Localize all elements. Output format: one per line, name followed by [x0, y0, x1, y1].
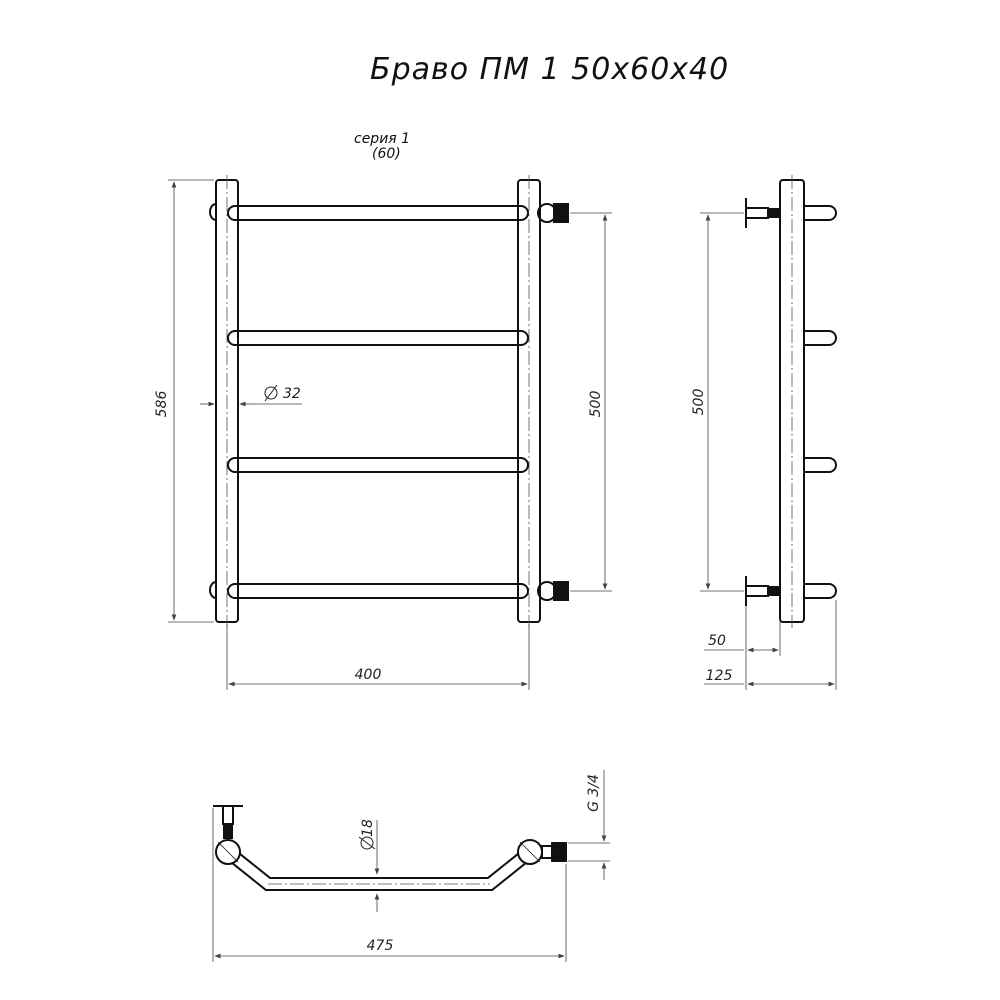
rung	[227, 205, 529, 221]
top-fitting-right	[541, 842, 567, 862]
dim-bottom-width: 475	[367, 938, 394, 954]
rung	[227, 583, 529, 599]
dim-width: 400	[355, 667, 382, 683]
diameter-icon	[264, 384, 278, 402]
series-label: серия 1 (60)	[354, 132, 410, 162]
front-view	[209, 175, 569, 628]
dim-pipe-diameter: 32	[283, 386, 301, 402]
dim-center-side: 500	[691, 389, 707, 416]
dim-offset-wall: 50	[708, 633, 726, 649]
rung	[227, 330, 529, 346]
side-rung	[804, 330, 837, 346]
left-mount-top	[209, 203, 217, 221]
side-rung	[804, 205, 837, 221]
series-line-2: (60)	[372, 146, 401, 162]
top-dim-labels: 18 G 3/4 475	[358, 774, 602, 954]
rung	[227, 457, 529, 473]
side-view	[745, 175, 837, 628]
front-dimensions	[168, 179, 612, 690]
side-dim-labels: 500 50 125	[691, 389, 732, 684]
side-rung	[804, 583, 837, 599]
side-rung	[804, 457, 837, 473]
dim-depth-total: 125	[706, 668, 733, 684]
diameter-icon	[358, 836, 376, 850]
drawing-title: Браво ПМ 1 50х60х40	[370, 52, 730, 87]
front-dim-labels: 586 500 400 32	[154, 384, 604, 683]
top-view	[213, 805, 567, 891]
fitting-bottom-right	[537, 581, 569, 601]
dim-center-front: 500	[588, 391, 604, 418]
top-fitting-left	[213, 805, 243, 839]
side-fitting-top	[745, 198, 781, 228]
side-dimensions	[700, 212, 837, 690]
series-line-1: серия 1	[354, 131, 411, 147]
fitting-top-right	[537, 203, 569, 223]
side-fitting-bottom	[745, 576, 781, 606]
dim-rung-diameter: 18	[360, 819, 376, 837]
top-dimensions	[212, 770, 610, 962]
dim-height-total: 586	[154, 391, 170, 418]
left-mount-bottom	[209, 581, 217, 599]
top-rung-inner	[224, 848, 534, 889]
dim-thread: G 3/4	[586, 774, 602, 812]
